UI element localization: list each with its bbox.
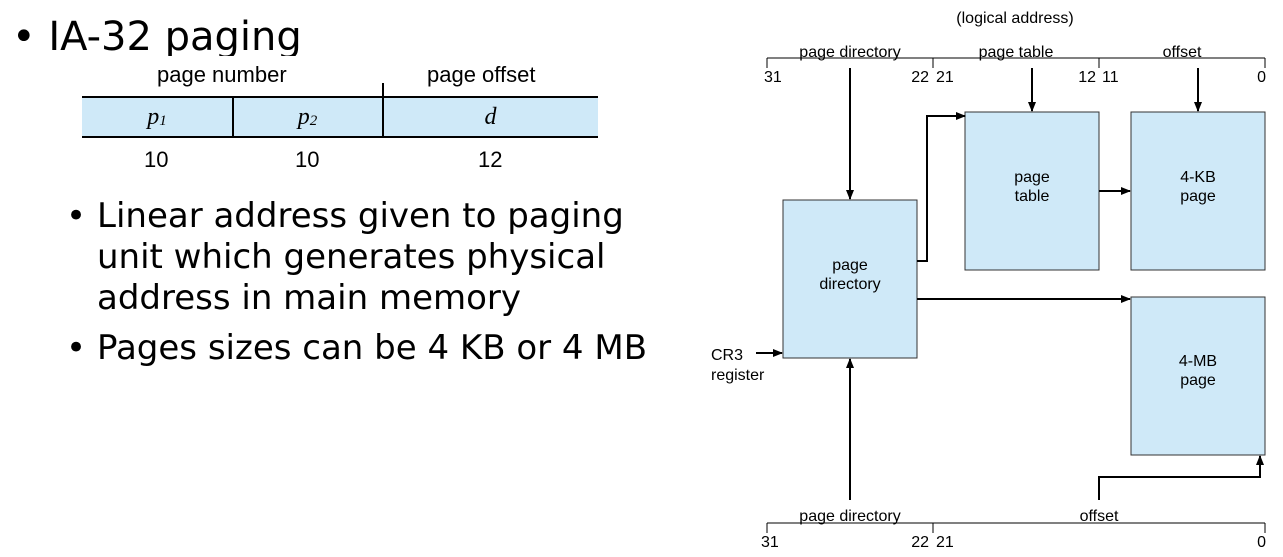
page-4kb-box: [1130, 111, 1266, 271]
title-bullet: •: [12, 14, 36, 56]
field-d: d: [383, 98, 598, 136]
page-directory-box: [782, 199, 918, 359]
page-4mb-label-2: page: [1180, 372, 1216, 389]
register-label: register: [711, 367, 765, 384]
page-table-label-1: page: [1014, 169, 1050, 186]
bits-d: 12: [478, 147, 503, 172]
bit-12-top: 12: [1078, 69, 1096, 86]
bit-31-top: 31: [764, 69, 782, 86]
top-field-offset: offset: [1163, 44, 1202, 61]
table-top-border: [82, 96, 598, 98]
top-address-format: [766, 57, 1266, 68]
bit-11-top: 11: [1102, 69, 1119, 86]
bottom-field-offset: offset: [1080, 508, 1119, 525]
slide-title: • IA-32 paging: [12, 8, 302, 56]
bits-p2: 10: [295, 147, 320, 172]
bullet-list: •Linear address given to paging unit whi…: [66, 196, 666, 378]
table-bottom-border: [82, 136, 598, 138]
bullet-item: •Pages sizes can be 4 KB or 4 MB: [66, 328, 648, 368]
bit-22-top: 22: [911, 69, 929, 86]
bit-31-bottom: 31: [761, 534, 779, 551]
top-field-page-table: page table: [979, 44, 1054, 61]
page-table-label-2: table: [1015, 188, 1050, 205]
page-number-label: page number: [157, 62, 287, 87]
arrow-offset-4mb: [1098, 455, 1264, 500]
page-table-box: [964, 111, 1100, 271]
arrow-dir-to-table: [917, 112, 966, 262]
bit-21-bottom: 21: [936, 534, 954, 551]
bits-p1: 10: [144, 147, 169, 172]
table-divider-2: [382, 96, 384, 138]
table-divider-1: [232, 96, 234, 138]
page-offset-label: page offset: [427, 62, 536, 87]
page-4kb-label-2: page: [1180, 188, 1216, 205]
bit-0-top: 0: [1257, 69, 1266, 86]
top-field-page-directory: page directory: [799, 44, 900, 61]
cr3-label: CR3: [711, 347, 743, 364]
bottom-address-format: [766, 522, 1266, 533]
header-divider: [382, 83, 384, 98]
page-4mb-box: [1130, 296, 1266, 456]
page-directory-label-2: directory: [819, 276, 880, 293]
bit-22-bottom: 22: [911, 534, 929, 551]
bit-21-top: 21: [936, 69, 954, 86]
bit-0-bottom: 0: [1257, 534, 1266, 551]
page-4mb-label-1: 4-MB: [1179, 353, 1217, 370]
diagram-arrows: [756, 68, 1264, 500]
bottom-field-page-directory: page directory: [799, 508, 900, 525]
logical-address-label: (logical address): [956, 10, 1073, 27]
page-4kb-label-1: 4-KB: [1180, 169, 1216, 186]
bullet-item: •Linear address given to paging unit whi…: [66, 196, 624, 318]
page-directory-label-1: page: [832, 257, 868, 274]
title-text: IA-32 paging: [48, 14, 302, 56]
